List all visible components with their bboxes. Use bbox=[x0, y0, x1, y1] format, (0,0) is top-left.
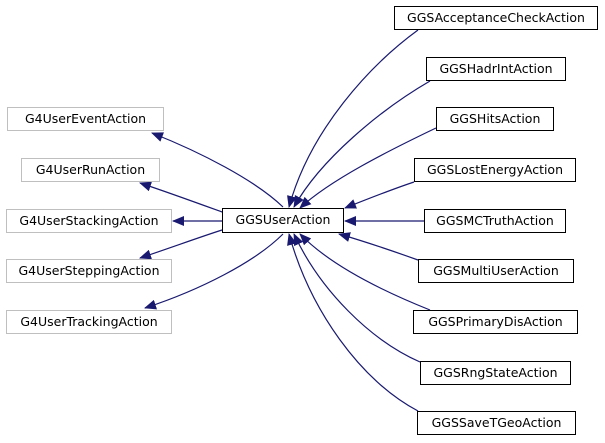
node-g4userstackingaction[interactable]: G4UserStackingAction bbox=[6, 209, 172, 233]
edge-ggslostenergyaction bbox=[344, 181, 415, 209]
node-g4usersteppingaction[interactable]: G4UserSteppingAction bbox=[6, 259, 172, 283]
node-g4usereventaction[interactable]: G4UserEventAction bbox=[7, 107, 164, 131]
edge-ggsacceptancecheckaction bbox=[287, 29, 419, 208]
node-g4usertrackingaction[interactable]: G4UserTrackingAction bbox=[6, 310, 172, 334]
node-ggsmctruthaction[interactable]: GGSMCTruthAction bbox=[424, 209, 566, 233]
node-ggshitsaction[interactable]: GGSHitsAction bbox=[436, 107, 554, 131]
node-g4userrunaction[interactable]: G4UserRunAction bbox=[21, 158, 160, 182]
edge-ggssavetgeoaction bbox=[287, 233, 419, 412]
edge-ggshitsaction bbox=[299, 127, 437, 209]
edge-ggshadrintaction bbox=[293, 80, 431, 208]
edge-g4usersteppingaction bbox=[139, 229, 223, 260]
edge-ggsmultiuseraction bbox=[338, 232, 419, 261]
node-ggsrngstateaction[interactable]: GGSRngStateAction bbox=[420, 361, 571, 385]
node-ggsprimarydisaction[interactable]: GGSPrimaryDisAction bbox=[413, 310, 578, 334]
node-ggsmultiuseraction[interactable]: GGSMultiUserAction bbox=[418, 259, 574, 283]
node-ggslostenergyaction[interactable]: GGSLostEnergyAction bbox=[414, 158, 576, 182]
edge-g4userrunaction bbox=[139, 181, 223, 213]
edge-ggsprimarydisaction bbox=[299, 233, 431, 311]
node-ggssavetgeoaction[interactable]: GGSSaveTGeoAction bbox=[417, 411, 576, 435]
node-ggsuseraction[interactable]: GGSUserAction bbox=[222, 208, 344, 233]
edge-g4usereventaction bbox=[151, 132, 284, 208]
edge-ggsrngstateaction bbox=[293, 233, 421, 363]
node-ggsacceptancecheckaction[interactable]: GGSAcceptanceCheckAction bbox=[394, 6, 598, 30]
edge-g4usertrackingaction bbox=[144, 233, 284, 310]
node-ggshadrintaction[interactable]: GGSHadrIntAction bbox=[426, 57, 566, 81]
